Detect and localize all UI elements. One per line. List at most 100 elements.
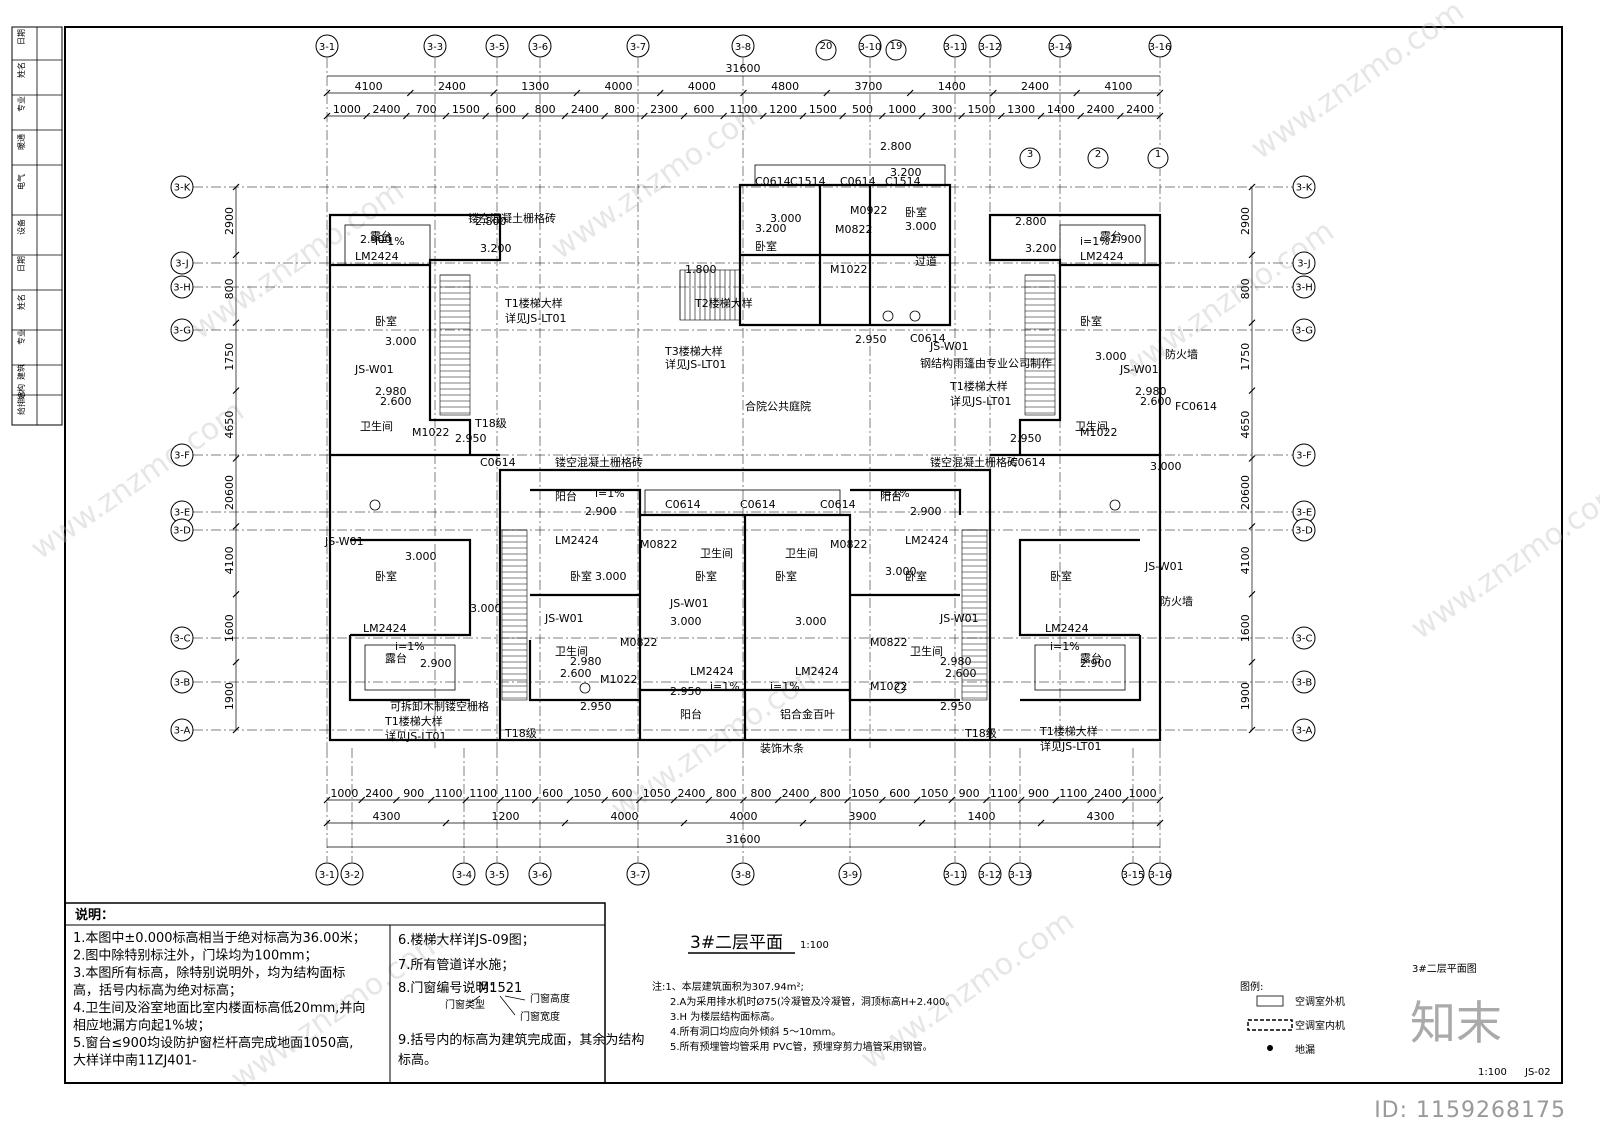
plan-label: 卫生间 xyxy=(785,546,818,560)
axis-bubble-side xyxy=(170,318,194,342)
section-mark-label: 1 xyxy=(1155,149,1161,160)
plan-label: C0614 xyxy=(665,498,701,511)
side-strip-label: 建筑 xyxy=(16,364,26,380)
plan-label: JS-W01 xyxy=(544,612,584,625)
axis-bubble-bottom xyxy=(1148,862,1172,886)
axis-bubble-top xyxy=(315,34,339,58)
plan-label: 2.950 xyxy=(580,700,612,713)
plan-label: T18级 xyxy=(474,417,507,430)
dim-bottom-row1: 1050 xyxy=(851,787,879,800)
dim-right: 1750 xyxy=(1239,343,1252,371)
plan-label: 2.980 xyxy=(940,655,972,668)
dim-top-row1: 2400 xyxy=(438,80,466,93)
plan-label: M1022 xyxy=(1080,426,1118,439)
plan-label: 镂空混凝土栅格砖 xyxy=(468,211,556,225)
side-strip-label: 结构 xyxy=(16,384,26,400)
door-code-type: 门窗类型 xyxy=(445,998,485,1011)
axis-label-side: 3-C xyxy=(174,634,191,645)
dim-top-row2: 2400 xyxy=(373,103,401,116)
axis-label-top: 3-16 xyxy=(1149,42,1172,53)
plan-label: 2.900 xyxy=(1110,233,1142,246)
legend-title: 图例: xyxy=(1240,980,1263,993)
plan-label: 3.000 xyxy=(770,212,802,225)
note-item: 相应地漏方向起1%坡； xyxy=(73,1018,211,1034)
axis-label-top: 3-7 xyxy=(630,42,646,53)
dim-top-row2: 1000 xyxy=(333,103,361,116)
note-item-col2: 8.门窗编号说明： xyxy=(398,980,501,996)
plan-label: 3.000 xyxy=(1095,350,1127,363)
dim-bottom-row2: 1200 xyxy=(492,810,520,823)
plan-label: 2.600 xyxy=(560,667,592,680)
dim-top-row2: 1500 xyxy=(809,103,837,116)
note-item: 4.卫生间及浴室地面比室内楼面标高低20mm,并向 xyxy=(73,1000,365,1016)
plan-label: C1514 xyxy=(790,175,826,188)
dim-top-row1: 4100 xyxy=(1104,80,1132,93)
axis-label-side: 3-G xyxy=(1295,326,1313,337)
plan-label: 3.000 xyxy=(885,565,917,578)
section-mark-label: 19 xyxy=(890,41,903,52)
dim-bottom-row1: 900 xyxy=(403,787,424,800)
plan-label: 3.200 xyxy=(755,222,787,235)
note-item-col2: 7.所有管道详水施； xyxy=(398,958,514,973)
plan-label: 2.900 xyxy=(585,505,617,518)
axis-bubble-side xyxy=(1292,670,1316,694)
axis-label-side: 3-H xyxy=(1295,283,1313,294)
side-strip-label: 设备 xyxy=(16,219,26,235)
plan-label: LM2424 xyxy=(363,622,407,635)
axis-bubble-top xyxy=(1148,34,1172,58)
plan-label: 2.900 xyxy=(910,505,942,518)
axis-bubble-top xyxy=(731,34,755,58)
brand-logo: 知末 xyxy=(1410,996,1502,1050)
dim-bottom-row1: 1050 xyxy=(920,787,948,800)
plan-label: i=1% xyxy=(880,487,910,500)
plan-label: 详见JS-LT01 xyxy=(1040,739,1102,753)
dim-bottom-row1: 800 xyxy=(750,787,771,800)
section-mark-label: 3 xyxy=(1027,149,1033,160)
axis-label-side: 3-F xyxy=(174,451,190,462)
plan-label: 2.600 xyxy=(945,667,977,680)
dim-bottom-row1: 1100 xyxy=(1059,787,1087,800)
dim-top-row2: 500 xyxy=(852,103,873,116)
dim-left: 1600 xyxy=(223,614,236,642)
plan-label: 2.600 xyxy=(380,395,412,408)
axis-bubble-top xyxy=(978,34,1002,58)
axis-bubble-side xyxy=(170,443,194,467)
axis-label-side: 3-B xyxy=(174,678,191,689)
notes-title: 说明： xyxy=(75,907,114,923)
section-mark-label: 20 xyxy=(820,41,833,52)
plan-label: M0822 xyxy=(835,223,873,236)
plan-label: 卧室 xyxy=(775,569,797,583)
dim-right: 800 xyxy=(1239,278,1252,299)
plan-label: C0614 xyxy=(840,175,876,188)
dim-bottom-row1: 1050 xyxy=(643,787,671,800)
axis-label-bottom: 3-12 xyxy=(979,870,1002,881)
axis-bubble-side xyxy=(1292,718,1316,742)
plan-label: C0614 xyxy=(480,456,516,469)
plan-label: 3.000 xyxy=(795,615,827,628)
axis-bubble-top xyxy=(528,34,552,58)
plan-note: 注:1、本层建筑面积为307.94m²; xyxy=(652,980,804,993)
note-item-col2: 标高。 xyxy=(398,1052,437,1068)
plan-label: JS-W01 xyxy=(1144,560,1184,573)
plan-label: LM2424 xyxy=(905,534,949,547)
dim-bottom-row1: 1050 xyxy=(573,787,601,800)
axis-label-side: 3-K xyxy=(1296,183,1313,194)
section-mark xyxy=(1087,147,1109,169)
plan-label: 镂空混凝土栅格砖 xyxy=(555,455,643,469)
axis-label-bottom: 3-6 xyxy=(532,870,548,881)
side-strip-label: 专业 xyxy=(16,329,26,345)
section-mark xyxy=(885,39,907,61)
dim-bottom-row2: 4000 xyxy=(730,810,758,823)
plan-label: T18级 xyxy=(964,727,997,740)
axis-bubble-side xyxy=(1292,626,1316,650)
dim-top-row2: 2400 xyxy=(571,103,599,116)
plan-note: 4.所有洞口均应向外倾斜 5～10mm。 xyxy=(670,1025,841,1038)
plan-label: T1楼梯大样 xyxy=(1039,724,1098,738)
plan-label: i=1% xyxy=(595,487,625,500)
sheet-frame xyxy=(64,26,1563,1084)
axis-bubble-bottom xyxy=(528,862,552,886)
dim-bottom-row1: 900 xyxy=(1028,787,1049,800)
side-strip-label: 姓名 xyxy=(16,294,26,310)
axis-label-top: 3-5 xyxy=(489,42,505,53)
axis-bubble-top xyxy=(1048,34,1072,58)
